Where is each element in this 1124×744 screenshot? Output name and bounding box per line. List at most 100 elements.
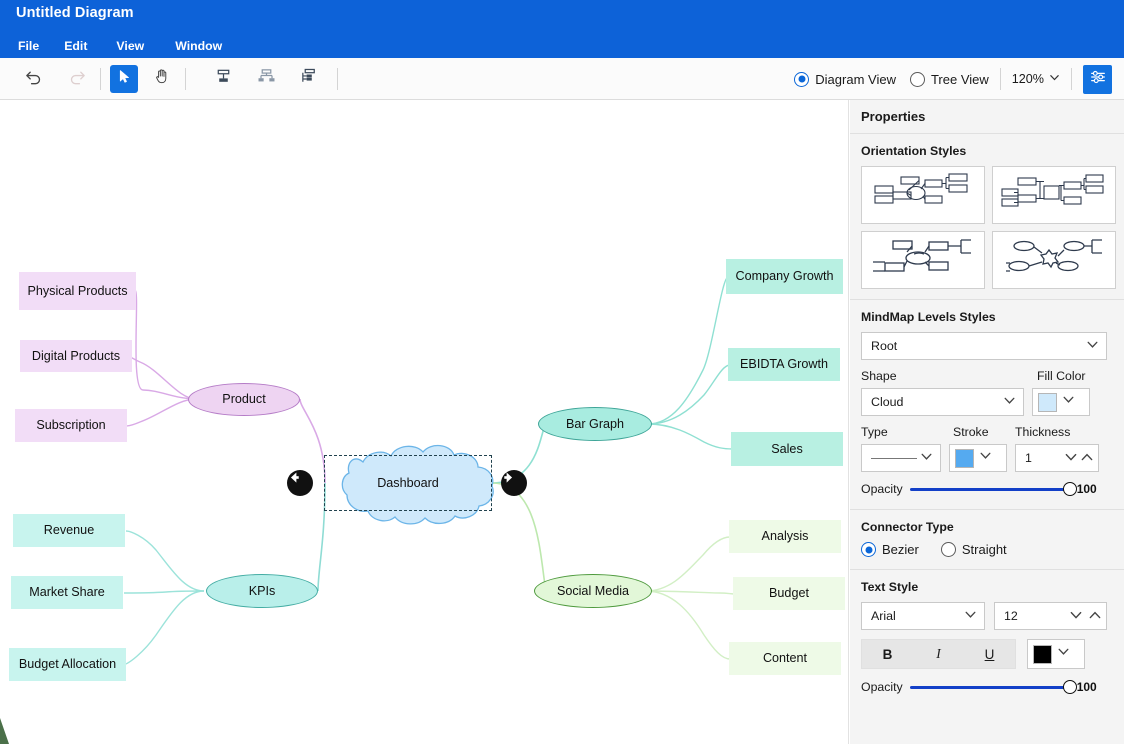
underline-button[interactable]: U <box>984 646 995 662</box>
orientation-radial-rect-icon <box>867 168 979 223</box>
node-root-label: Dashboard <box>377 475 439 490</box>
node-leaf-content[interactable]: Content <box>729 642 841 675</box>
font-size-increment-icon[interactable] <box>1088 608 1102 625</box>
node-leaf-content-label: Content <box>762 651 808 666</box>
chevron-down-icon <box>1049 70 1060 88</box>
node-leaf-market-share[interactable]: Market Share <box>11 576 123 609</box>
node-leaf-subscription[interactable]: Subscription <box>15 409 127 442</box>
toggle-properties-button[interactable] <box>1083 64 1112 94</box>
node-root-dashboard[interactable]: Dashboard <box>352 470 464 496</box>
orientation-radial-compact-icon <box>867 233 979 288</box>
thickness-value: 1 <box>1025 451 1032 465</box>
node-leaf-analysis[interactable]: Analysis <box>729 520 841 553</box>
menu-item-view[interactable]: View <box>116 38 145 53</box>
line-type-select[interactable] <box>861 444 941 472</box>
node-leaf-company-growth[interactable]: Company Growth <box>726 259 843 294</box>
radio-diagram-view-icon[interactable] <box>794 71 810 87</box>
thickness-decrement-icon[interactable] <box>1064 450 1078 467</box>
orientation-styles-grid <box>861 166 1116 289</box>
thickness-increment-icon[interactable] <box>1080 450 1094 467</box>
sliders-icon <box>1089 68 1107 91</box>
text-style-section: Text Style Arial 12 <box>850 570 1124 694</box>
title-bar: Untitled Diagram File Edit View Window <box>0 0 1124 58</box>
chevron-down-icon <box>1057 645 1070 663</box>
font-size-stepper[interactable]: 12 <box>994 602 1107 630</box>
view-mode-diagram-label: Diagram View <box>815 71 896 87</box>
chevron-down-icon <box>964 608 977 624</box>
radio-straight-icon[interactable] <box>940 542 956 557</box>
connector-option-straight[interactable]: Straight <box>940 542 1007 557</box>
connector-type-title: Connector Type <box>861 520 954 534</box>
node-leaf-digital-products[interactable]: Digital Products <box>20 340 132 372</box>
font-family-select[interactable]: Arial <box>861 602 985 630</box>
toolbar-divider-1 <box>100 67 101 90</box>
orientation-option-radial-rect[interactable] <box>861 166 985 224</box>
text-format-group: B I U <box>861 639 1016 669</box>
text-color-picker[interactable] <box>1027 639 1085 669</box>
type-label: Type <box>861 425 888 439</box>
orientation-option-radial-compact[interactable] <box>861 231 985 289</box>
text-opacity-slider[interactable] <box>909 680 1077 694</box>
italic-button[interactable]: I <box>936 646 941 661</box>
layout-top-button[interactable] <box>209 65 237 93</box>
radio-tree-view-icon[interactable] <box>909 71 925 87</box>
shape-select-value: Cloud <box>871 395 904 409</box>
node-leaf-ebidta-growth[interactable]: EBIDTA Growth <box>728 348 840 381</box>
menu-item-edit[interactable]: Edit <box>64 38 88 53</box>
radio-bezier-icon[interactable] <box>861 542 876 557</box>
mindmap-levels-section: MindMap Levels Styles Root Shape Fill Co… <box>850 300 1124 496</box>
orientation-option-radial-star[interactable] <box>992 231 1116 289</box>
orientation-option-horizontal-rect[interactable] <box>992 166 1116 224</box>
connector-option-bezier[interactable]: Bezier <box>861 542 919 557</box>
undo-icon <box>24 67 43 91</box>
view-mode-tree[interactable]: Tree View <box>909 71 989 87</box>
chevron-down-icon <box>1003 394 1016 410</box>
node-leaf-company-growth-label: Company Growth <box>735 269 834 284</box>
select-tool-button[interactable] <box>110 64 138 93</box>
node-branch-social-media[interactable]: Social Media <box>534 574 652 608</box>
canvas-scroll-corner[interactable] <box>0 718 9 744</box>
stroke-color-picker[interactable] <box>949 444 1007 472</box>
text-color-swatch <box>1033 644 1052 664</box>
bold-button[interactable]: B <box>882 646 893 662</box>
shape-opacity-row: Opacity 100 <box>861 482 1113 496</box>
node-branch-product[interactable]: Product <box>188 383 300 416</box>
menu-item-file[interactable]: File <box>18 38 40 53</box>
level-select[interactable]: Root <box>861 332 1107 360</box>
fill-color-picker[interactable] <box>1032 388 1090 416</box>
shape-opacity-slider[interactable] <box>909 482 1077 496</box>
node-branch-bar-graph[interactable]: Bar Graph <box>538 407 652 441</box>
view-mode-diagram[interactable]: Diagram View <box>794 71 896 87</box>
zoom-selector[interactable]: 120% <box>1012 70 1060 88</box>
shape-select[interactable]: Cloud <box>861 388 1024 416</box>
node-leaf-physical-products[interactable]: Physical Products <box>19 272 136 310</box>
node-branch-kpis[interactable]: KPIs <box>206 574 318 608</box>
node-leaf-sales[interactable]: Sales <box>731 432 843 466</box>
menu-item-window[interactable]: Window <box>175 38 223 53</box>
text-opacity-knob[interactable] <box>1062 680 1077 694</box>
mindmap-levels-title: MindMap Levels Styles <box>861 310 996 324</box>
node-leaf-revenue[interactable]: Revenue <box>13 514 125 547</box>
redo-button[interactable] <box>63 65 91 93</box>
node-branch-kpis-label: KPIs <box>248 583 276 598</box>
layout-hierarchy-button[interactable] <box>252 65 280 93</box>
undo-button[interactable] <box>19 65 47 93</box>
node-leaf-budget[interactable]: Budget <box>733 577 845 610</box>
pan-tool-button[interactable] <box>148 65 176 93</box>
font-size-decrement-icon[interactable] <box>1069 608 1083 625</box>
chevron-down-icon <box>1086 338 1099 354</box>
node-leaf-budget-allocation[interactable]: Budget Allocation <box>9 648 126 681</box>
diagram-canvas[interactable]: Dashboard Product Physical P <box>0 100 849 744</box>
node-branch-bar-graph-label: Bar Graph <box>565 416 625 431</box>
properties-panel-header: Properties <box>850 100 1124 134</box>
thickness-stepper[interactable]: 1 <box>1015 444 1099 472</box>
layout-org-button[interactable] <box>295 65 323 93</box>
type-stroke-thickness-controls-row: 1 <box>861 444 1113 472</box>
font-controls-row: Arial 12 <box>861 602 1113 630</box>
node-leaf-physical-products-label: Physical Products <box>27 283 128 298</box>
node-leaf-budget-allocation-label: Budget Allocation <box>18 657 117 672</box>
collapse-right-button[interactable] <box>501 470 527 496</box>
shape-opacity-knob[interactable] <box>1062 482 1077 496</box>
collapse-left-button[interactable] <box>287 470 313 496</box>
